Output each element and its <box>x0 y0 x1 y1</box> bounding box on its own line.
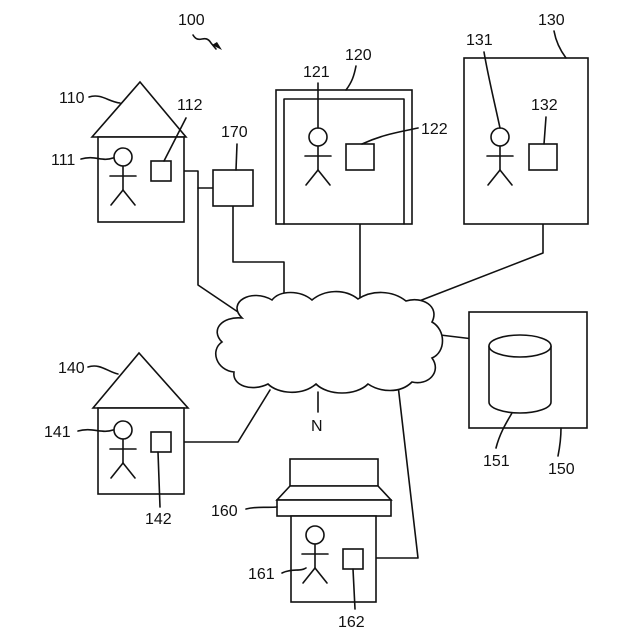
hub-170-label: 170 <box>221 124 248 141</box>
home-110-label: 110 <box>59 90 85 107</box>
office-120-leader <box>346 66 356 90</box>
store-160 <box>277 459 391 602</box>
device-132 <box>529 144 557 170</box>
home-140 <box>93 353 188 494</box>
home-140-label: 140 <box>58 360 85 377</box>
system-label: 100 <box>178 12 205 29</box>
room-130 <box>464 58 588 224</box>
office-120 <box>276 90 412 224</box>
device-142-label: 142 <box>145 511 172 528</box>
room-130-label: 130 <box>538 12 565 29</box>
device-112-label: 112 <box>177 97 203 114</box>
person-161-label: 161 <box>248 566 275 583</box>
person-141-label: 141 <box>44 424 71 441</box>
device-162-label: 162 <box>338 614 365 631</box>
hub-170-leader <box>236 144 237 170</box>
device-162 <box>343 549 363 569</box>
home-140-leader <box>88 366 118 374</box>
device-122 <box>346 144 374 170</box>
network-label: N <box>311 418 323 435</box>
store-160-leader <box>246 507 277 509</box>
store-160-label: 160 <box>211 503 238 520</box>
home-110 <box>92 82 186 222</box>
device-142 <box>151 432 171 452</box>
room-130-leader <box>554 31 566 58</box>
system-arrow <box>193 35 216 49</box>
device-122-label: 122 <box>421 121 448 138</box>
device-112 <box>151 161 171 181</box>
wire-142-network <box>172 390 270 442</box>
hub-170 <box>213 170 253 206</box>
server-150-label: 150 <box>548 461 575 478</box>
server-150-leader <box>558 428 561 456</box>
person-111-label: 111 <box>51 152 75 169</box>
network-cloud <box>216 292 443 393</box>
database-151-label: 151 <box>483 453 510 470</box>
home-110-leader <box>89 96 120 103</box>
device-132-label: 132 <box>531 97 558 114</box>
database-151-icon <box>489 335 551 413</box>
person-121-label: 121 <box>303 64 330 81</box>
office-120-label: 120 <box>345 47 372 64</box>
person-131-label: 131 <box>466 32 493 49</box>
